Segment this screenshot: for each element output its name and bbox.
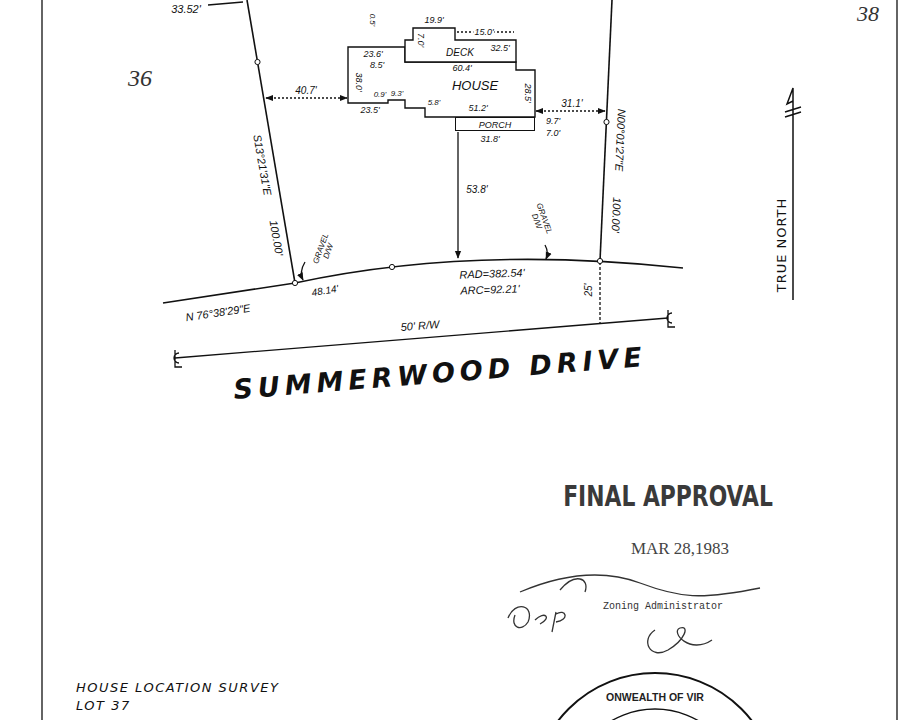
deck-outline-polygon (405, 28, 516, 62)
front-arc-line (295, 259, 683, 283)
survey-title: LOT 37 (75, 699, 132, 712)
dimension-text: 100.00' (267, 218, 284, 257)
dimension-text: 48.14' (310, 284, 340, 299)
dimension-text: 31.1' (560, 99, 583, 109)
seal-text: ONWEALTH OF VIR (605, 692, 705, 703)
frame-line (896, 0, 897, 720)
corner-marker (292, 280, 297, 285)
dimension-text: 9.7' (545, 117, 561, 126)
dimension-line (266, 97, 347, 98)
centerline-symbol (174, 350, 182, 367)
property-line (247, 0, 295, 283)
leader-line (208, 2, 243, 5)
centerline-symbol (667, 310, 675, 327)
dimension-text: 25' (584, 282, 594, 297)
dimension-text: 23.6' (362, 50, 383, 59)
dimension-text: 0.5' (368, 13, 376, 28)
dimension-text: 53.8' (465, 185, 488, 195)
dimension-line (457, 132, 458, 258)
dimension-text: N 76°38'29"E (184, 303, 252, 324)
node-label: DECK (446, 48, 474, 58)
dimension-text: N00°01'27"E (613, 108, 627, 173)
dimension-text: S13°21'31"E (251, 133, 273, 198)
dimension-text: 28.5' (523, 82, 532, 103)
corner-marker (604, 119, 609, 124)
dimension-text: 7.0' (545, 129, 561, 138)
dimension-text: 9.3' (390, 90, 405, 98)
dimension-text: 31.8' (479, 135, 500, 144)
dimension-text: 38.0' (354, 71, 363, 92)
dimension-text: 100.00' (610, 196, 623, 234)
street-name: SUMMERWOOD DRIVE (231, 343, 648, 403)
porch-box: PORCH (455, 117, 535, 131)
node-label: PORCH (479, 121, 512, 130)
dimension-text: 40.7' (294, 86, 317, 96)
dimension-text: 50' R/W (399, 319, 441, 333)
dimension-text: 8.5' (369, 61, 385, 70)
dimension-text: 33.52' (170, 4, 202, 15)
dimension-text: 60.4' (451, 64, 472, 73)
seal-ring (533, 673, 777, 720)
north-label: TRUE NORTH (775, 197, 788, 294)
signature-title: Zoning Administrator (602, 602, 724, 612)
dimension-text: GRAVEL D/W (310, 228, 339, 273)
lot-number: 36 (127, 66, 153, 90)
signature (520, 575, 760, 596)
lot-number: 38 (856, 3, 880, 25)
dimension-text: 15.0' (473, 28, 494, 37)
survey-title: HOUSE LOCATION SURVEY (75, 681, 280, 694)
initials (648, 628, 712, 653)
node-label: HOUSE (452, 79, 498, 92)
approval-stamp: FINAL APPROVAL (562, 483, 773, 511)
dimension-text: 7.0' (416, 32, 425, 48)
driveway-leader (301, 262, 305, 280)
dimension-text: 23.5' (359, 106, 380, 115)
dimension-text: 0.9' (373, 91, 388, 99)
seal-ring (569, 709, 741, 720)
dimension-line (536, 110, 605, 111)
dimension-line (599, 262, 600, 324)
corner-marker (597, 258, 602, 263)
dimension-text: GRAVEL D/W (525, 198, 554, 243)
dimension-text: RAD=382.54' (458, 267, 526, 280)
dimension-text: ARC=92.21' (459, 283, 521, 296)
dimension-text: 51.2' (467, 104, 488, 113)
frame-line (41, 0, 42, 720)
corner-marker (389, 264, 394, 269)
dimension-text: 5.8' (427, 99, 442, 107)
dimension-text: 32.5' (489, 44, 510, 53)
corner-marker (255, 59, 260, 64)
property-line (163, 283, 295, 303)
dimension-text: 19.9' (423, 16, 444, 25)
signature (508, 607, 565, 632)
stamp-date: MAR 28,1983 (630, 540, 730, 557)
driveway-leader (545, 245, 547, 259)
